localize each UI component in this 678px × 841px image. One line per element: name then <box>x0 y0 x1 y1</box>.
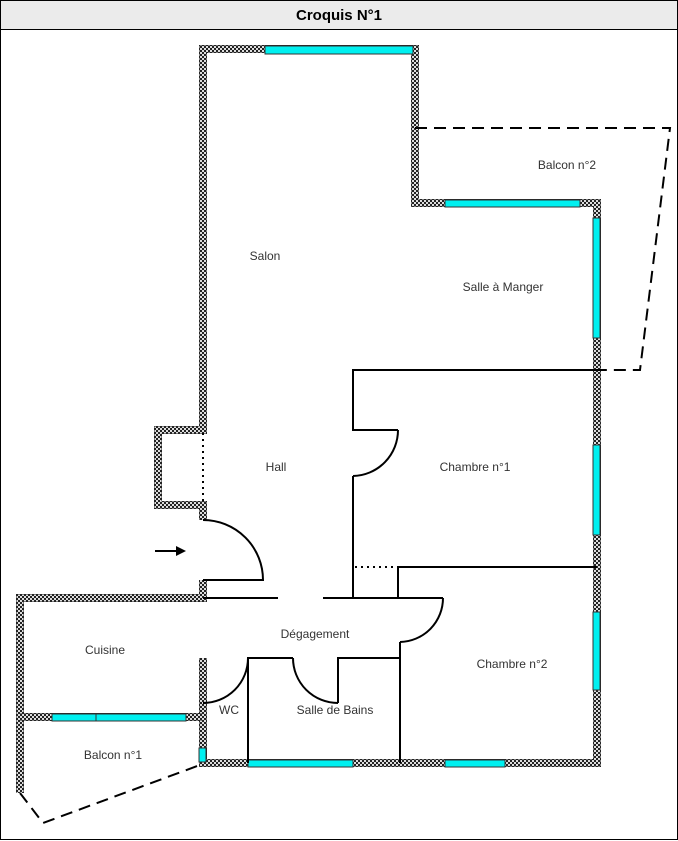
room-label-cuisine: Cuisine <box>85 643 125 657</box>
window <box>444 199 581 208</box>
room-label-chambre2: Chambre n°2 <box>477 657 548 671</box>
room-label-balcon2: Balcon n°2 <box>538 158 596 172</box>
window <box>264 45 414 55</box>
room-label-wc: WC <box>219 703 239 717</box>
balcon2-outline <box>415 127 672 371</box>
door-wc <box>202 657 249 704</box>
room-label-salle-de-bains: Salle de Bains <box>297 703 374 717</box>
room-label-hall: Hall <box>266 460 287 474</box>
room-label-salle-a-manger: Salle à Manger <box>463 280 544 294</box>
window <box>592 444 601 536</box>
door-chambre1 <box>352 429 399 477</box>
room-label-chambre1: Chambre n°1 <box>440 460 511 474</box>
window <box>95 713 187 722</box>
window <box>247 759 354 768</box>
exterior-walls <box>16 45 601 793</box>
sketch-title: Croquis N°1 <box>1 1 677 30</box>
interior-walls <box>155 369 597 763</box>
window <box>592 611 601 691</box>
room-label-salon: Salon <box>250 249 281 263</box>
window <box>51 713 97 722</box>
door-salle-de-bains <box>292 657 339 704</box>
entrance-door <box>202 519 265 581</box>
window <box>444 759 506 768</box>
balcon1-outline <box>19 764 201 825</box>
windows <box>51 45 601 768</box>
door-chambre2 <box>399 597 444 643</box>
room-label-balcon1: Balcon n°1 <box>84 748 142 762</box>
window <box>592 217 601 339</box>
room-label-degagement: Dégagement <box>281 627 350 641</box>
window <box>198 747 207 763</box>
